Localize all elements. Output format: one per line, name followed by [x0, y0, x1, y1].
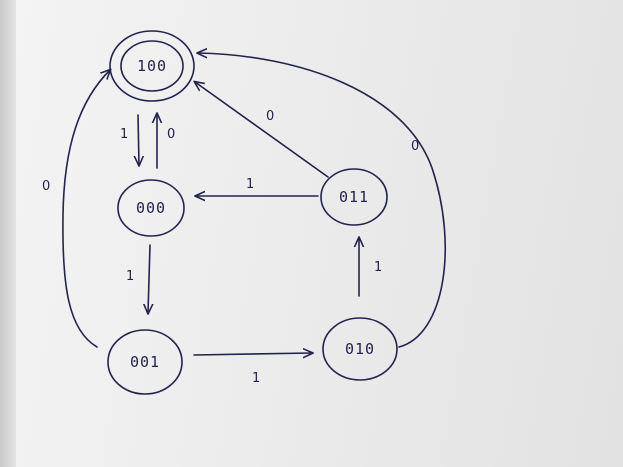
- state-011: 011: [320, 168, 388, 226]
- transition-000-to-001: 1: [126, 244, 150, 313]
- transition-001-to-010-label: 1: [252, 371, 260, 386]
- transition-011-to-100-label: 0: [266, 109, 274, 124]
- transition-011-to-000: 1: [196, 177, 319, 196]
- state-000: 000: [117, 179, 185, 237]
- page-edge: [0, 0, 16, 467]
- transition-001-to-100-label: 0: [42, 179, 50, 194]
- transition-100-to-000-label: 1: [120, 127, 128, 142]
- state-001: 001: [107, 329, 183, 395]
- state-010: 010: [322, 317, 398, 381]
- state-011-label: 011: [339, 188, 369, 206]
- transition-000-to-001-label: 1: [126, 269, 134, 284]
- state-010-label: 010: [345, 340, 375, 358]
- transition-100-to-000: 1: [120, 114, 139, 165]
- transition-010-to-011: 1: [359, 238, 382, 297]
- transition-001-to-100: 0: [42, 70, 110, 348]
- state-001-label: 001: [130, 353, 160, 371]
- state-100: 100: [109, 30, 195, 102]
- transition-001-to-010: 1: [193, 353, 312, 386]
- transition-010-to-100: 0: [198, 53, 447, 348]
- transition-000-to-100: 0: [157, 114, 175, 169]
- transition-010-to-100-label: 0: [411, 139, 419, 154]
- transition-000-to-100-label: 0: [167, 127, 175, 142]
- state-000-label: 000: [136, 199, 166, 217]
- state-100-label: 100: [137, 57, 167, 75]
- transition-011-to-000-label: 1: [246, 177, 254, 192]
- transition-010-to-011-label: 1: [374, 260, 382, 275]
- transition-011-to-100: 0: [195, 82, 329, 178]
